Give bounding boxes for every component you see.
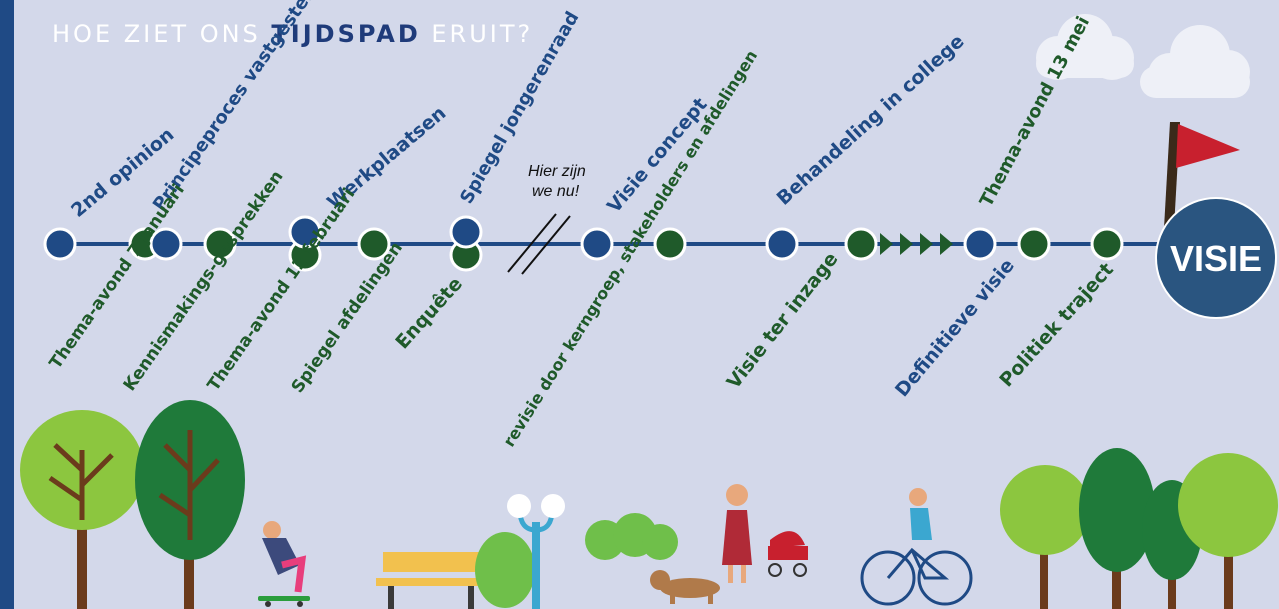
- milestone-dot: [149, 227, 183, 261]
- title-prefix: HOE ZIET ONS: [52, 20, 272, 48]
- milestone-dot: [1090, 227, 1124, 261]
- tree-icon: [1079, 448, 1155, 609]
- milestone-dot: [203, 227, 237, 261]
- milestone-dot: [963, 227, 997, 261]
- tree-icon: [1178, 453, 1278, 609]
- title-suffix: ERUIT?: [420, 20, 534, 48]
- street-lamp-icon: [507, 494, 565, 609]
- bench-icon: [376, 552, 486, 609]
- label-politiek-traject: Politiek traject: [995, 259, 1118, 392]
- label-thema-avond-12-februari: Thema-avond 12 februari: [204, 185, 360, 395]
- current-note-line-2: we nu!: [532, 183, 580, 200]
- page-title: HOE ZIET ONS TIJDSPAD ERUIT?: [52, 20, 533, 48]
- milestone-dot: [580, 227, 614, 261]
- label-behandeling-college: Behandeling in college: [773, 30, 969, 210]
- progress-arrows-icon: [880, 233, 953, 255]
- visie-end-node: [1155, 197, 1277, 319]
- label-enquete: Enquête: [391, 273, 467, 353]
- woman-with-stroller-icon: [722, 484, 808, 583]
- visie-label: VISIE: [1170, 238, 1262, 279]
- milestone-dot: [844, 227, 878, 261]
- label-revisie: revisie door kerngroep, stakeholders en …: [499, 47, 761, 450]
- tree-icon: [20, 410, 144, 609]
- label-kennismakingsgesprekken: Kennismakings-gesprekken: [120, 167, 288, 395]
- cloud-icon: [1036, 14, 1134, 80]
- label-thema-avond-13-mei: Thema-avond 13 mei: [976, 13, 1094, 210]
- bush-icon: [475, 532, 535, 608]
- milestone-dot: [765, 227, 799, 261]
- milestone-dot: [1017, 227, 1051, 261]
- milestone-dot: [357, 227, 391, 261]
- current-position-marker: [507, 213, 571, 275]
- left-accent-bar: [0, 0, 14, 609]
- skateboarder-icon: [258, 521, 310, 607]
- milestone-dot: [449, 215, 483, 249]
- milestone-dot: [653, 227, 687, 261]
- finish-flag-icon: [1164, 122, 1240, 228]
- tree-icon: [135, 400, 245, 609]
- cloud-icon: [1140, 25, 1250, 98]
- milestone-dot: [288, 215, 322, 249]
- cyclist-icon: [860, 488, 973, 606]
- bush-icon: [585, 513, 678, 560]
- label-visie-ter-inzage: Visie ter inzage: [723, 248, 843, 393]
- current-note-line-1: Hier zijn: [528, 163, 586, 180]
- milestone-dot: [43, 227, 77, 261]
- tree-icon: [1000, 465, 1090, 609]
- dog-icon: [650, 570, 720, 604]
- title-highlight: TIJDSPAD: [271, 20, 421, 48]
